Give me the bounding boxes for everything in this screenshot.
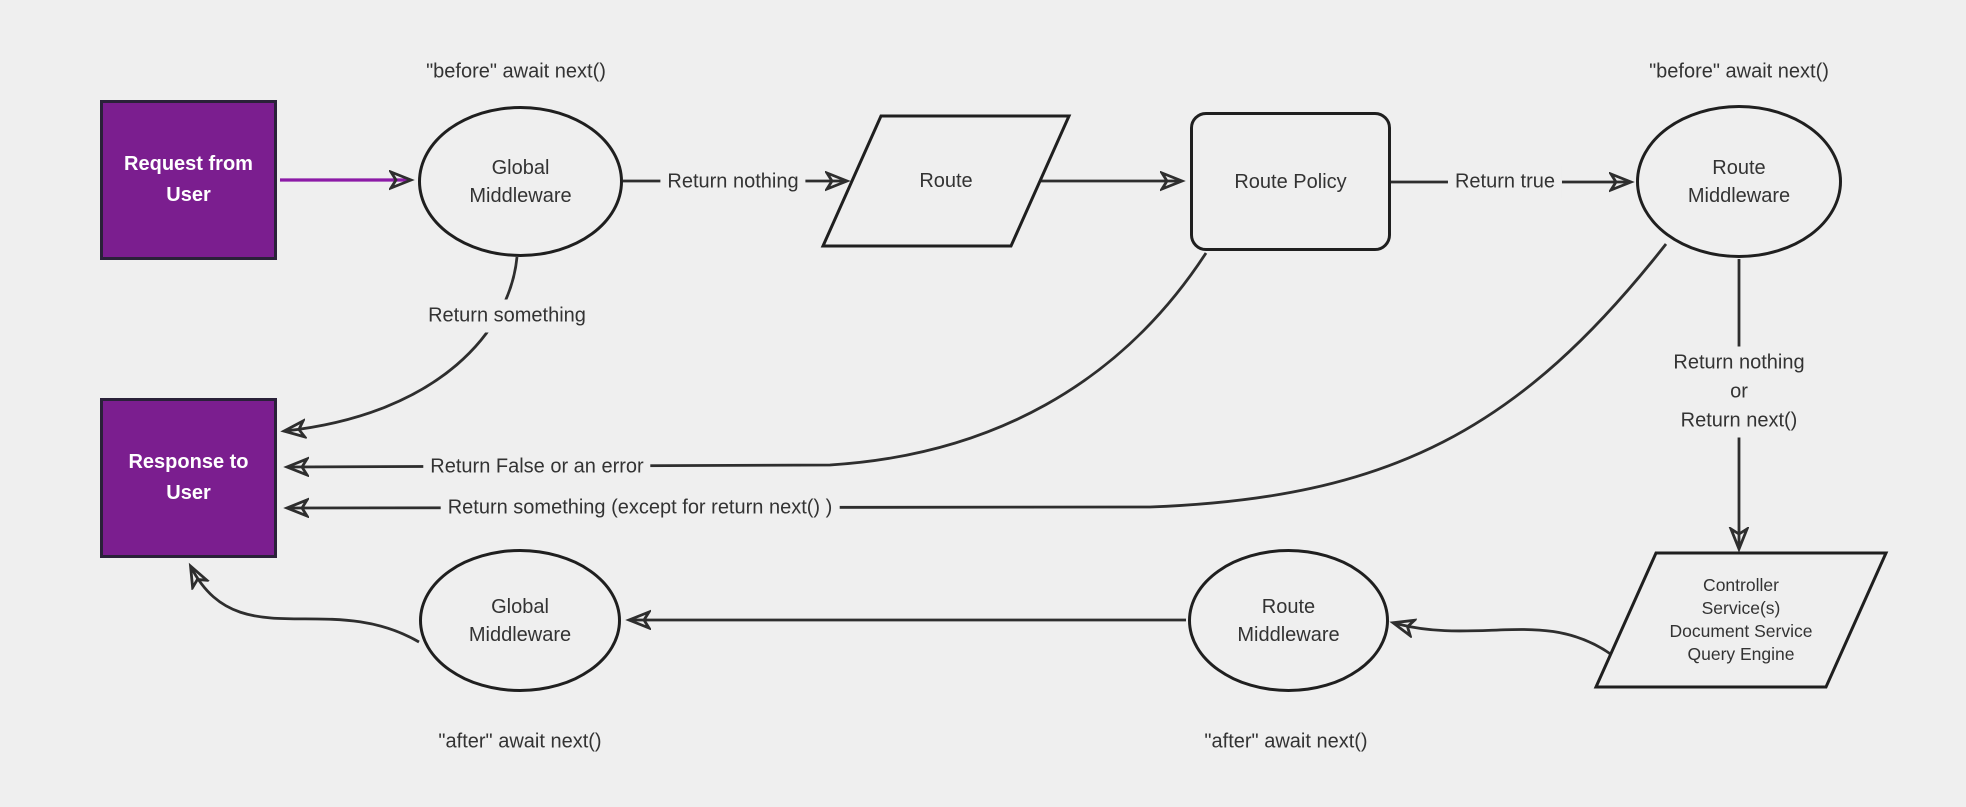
route-middleware-top-node: Route Middleware bbox=[1636, 105, 1842, 258]
return-true-label: Return true bbox=[1447, 165, 1563, 199]
request-from-user-label: Request from User bbox=[124, 153, 253, 206]
response-to-user-label: Response to User bbox=[128, 451, 249, 504]
return-nothing-label: Return nothing bbox=[660, 165, 806, 199]
request-from-user-node: Request from User bbox=[100, 100, 277, 260]
route-label: Route bbox=[919, 170, 973, 192]
return-false-or-error-label: Return False or an error bbox=[423, 450, 651, 484]
after-await-next-right-label: "after" await next() bbox=[1197, 725, 1375, 759]
route-middleware-bottom-label: Route Middleware bbox=[1237, 595, 1340, 646]
route-policy-label: Route Policy bbox=[1234, 170, 1347, 193]
edge-controller-to-route-middleware-bottom bbox=[1394, 623, 1613, 657]
global-middleware-bottom-label: Global Middleware bbox=[468, 595, 572, 646]
edge-global-middleware-to-response bbox=[191, 567, 420, 644]
edge-route-policy-return-false bbox=[288, 252, 1208, 467]
controller-label: Controller Service(s) Document Service Q… bbox=[1669, 574, 1813, 665]
return-something-label: Return something bbox=[421, 299, 593, 333]
response-to-user-node: Response to User bbox=[100, 398, 277, 558]
route-node-shape bbox=[820, 114, 1072, 248]
edge-route-middleware-return-something bbox=[288, 243, 1668, 508]
route-middleware-bottom-node: Route Middleware bbox=[1188, 549, 1389, 692]
before-await-next-left-label: "before" await next() bbox=[419, 55, 613, 89]
global-middleware-bottom-node: Global Middleware bbox=[419, 549, 621, 692]
return-nothing-or-next-label: Return nothing or Return next() bbox=[1666, 346, 1812, 438]
route-policy-node: Route Policy bbox=[1190, 112, 1391, 251]
return-something-except-label: Return something (except for return next… bbox=[440, 491, 840, 525]
global-middleware-top-node: Global Middleware bbox=[418, 106, 623, 257]
before-await-next-right-label: "before" await next() bbox=[1642, 55, 1836, 89]
after-await-next-left-label: "after" await next() bbox=[431, 725, 609, 759]
global-middleware-top-label: Global Middleware bbox=[469, 156, 572, 207]
controller-node-shape bbox=[1593, 551, 1889, 689]
edge-global-middleware-return-something bbox=[285, 256, 519, 431]
route-middleware-top-label: Route Middleware bbox=[1687, 156, 1791, 207]
